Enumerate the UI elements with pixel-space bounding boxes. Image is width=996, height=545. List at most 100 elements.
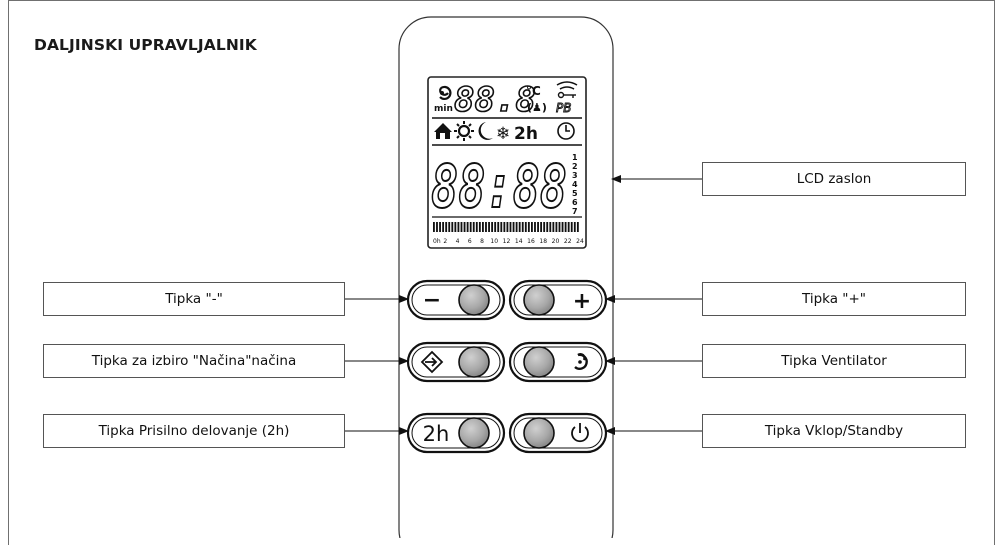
mode-button[interactable] xyxy=(458,346,490,378)
fan-button-inner-ring xyxy=(513,346,603,378)
lcd-hour-segment xyxy=(506,222,509,232)
forced-button-inner-ring xyxy=(411,417,501,449)
lcd-day-number: 6 xyxy=(572,198,578,207)
home-icon xyxy=(434,123,452,139)
lcd-hour-segment xyxy=(521,222,524,232)
lcd-hour-segment xyxy=(555,222,558,232)
plus-button-group[interactable]: + xyxy=(508,279,608,321)
lcd-hour-segment xyxy=(534,222,536,232)
lcd-hour-segment xyxy=(573,222,576,232)
diagram-frame xyxy=(8,0,995,545)
lcd-min-label: min xyxy=(434,104,453,114)
power-button[interactable] xyxy=(523,417,555,449)
forced-label: Tipka Prisilno delovanje (2h) xyxy=(43,414,345,448)
lcd-hour-tick-label: 22 xyxy=(564,238,572,245)
lcd-day-number: 5 xyxy=(572,189,578,198)
lcd-hour-segment xyxy=(558,222,561,232)
minus-button[interactable] xyxy=(458,284,490,316)
lcd-screen xyxy=(427,76,587,249)
minus-label: Tipka "-" xyxy=(43,282,345,316)
lcd-hour-segment xyxy=(433,222,435,232)
power-button-inner-ring xyxy=(513,417,603,449)
mode-arrow-icon xyxy=(420,350,444,374)
mode-button-group[interactable] xyxy=(406,341,506,383)
lcd-hour-tick-label: 0h xyxy=(433,238,441,245)
sun-icon xyxy=(454,121,474,141)
power-button-group[interactable] xyxy=(508,412,608,454)
lcd-hour-segment xyxy=(512,222,515,232)
lcd-hour-tick-label: 16 xyxy=(527,238,535,245)
lcd-hour-segment xyxy=(567,222,570,232)
lcd-hour-segment xyxy=(475,222,478,232)
lcd-hour-tick-label: 20 xyxy=(552,238,560,245)
snowflake-icon: ❄ xyxy=(496,124,510,144)
lcd-temp-unit: °C xyxy=(526,84,541,98)
occupancy-icon: (♟) xyxy=(527,101,547,114)
lcd-label: LCD zaslon xyxy=(702,162,966,196)
plus-button[interactable] xyxy=(523,284,555,316)
lcd-hour-segment xyxy=(445,222,448,232)
lcd-hour-segment xyxy=(469,222,472,232)
power-label: Tipka Vklop/Standby xyxy=(702,414,966,448)
fan-label: Tipka Ventilator xyxy=(702,344,966,378)
lcd-hour-segment xyxy=(485,222,487,232)
lcd-hour-tick-label: 12 xyxy=(503,238,511,245)
lcd-hour-segment xyxy=(543,222,546,232)
lcd-hour-tick-label: 8 xyxy=(480,238,484,245)
lcd-hour-segment xyxy=(488,222,490,232)
lcd-hour-tick-label: 14 xyxy=(515,238,523,245)
lcd-hour-segment xyxy=(540,222,543,232)
forced-button-group[interactable]: 2h xyxy=(406,412,506,454)
forced-button[interactable] xyxy=(458,417,490,449)
lcd-hour-segment xyxy=(570,222,573,232)
lcd-hour-segment xyxy=(564,222,567,232)
lcd-hour-segment xyxy=(451,222,454,232)
lcd-hour-segment xyxy=(527,222,530,232)
fan-button[interactable] xyxy=(523,346,555,378)
mode-button-inner-ring xyxy=(411,346,501,378)
lcd-hour-segment xyxy=(531,222,533,232)
lcd-hour-segment xyxy=(546,222,549,232)
clock-icon xyxy=(557,122,575,140)
plus-button-inner-ring xyxy=(513,284,603,316)
diagram-title: DALJINSKI UPRAVLJALNIK xyxy=(34,36,257,54)
lcd-clock-digits: 88:88 xyxy=(431,152,567,222)
lcd-hour-segment xyxy=(509,222,512,232)
lcd-hour-segment xyxy=(457,222,460,232)
lcd-hour-tick-label: 6 xyxy=(468,238,472,245)
lcd-hour-segment xyxy=(491,222,494,232)
minus-symbol: − xyxy=(423,288,441,313)
svg-text:(♟): (♟) xyxy=(527,101,547,114)
lcd-temp-digits: 88.8 xyxy=(454,80,536,120)
lcd-hour-tick-label: 24 xyxy=(576,238,584,245)
lcd-hour-tick-label: 10 xyxy=(490,238,498,245)
lcd-hour-segment xyxy=(561,222,564,232)
lcd-hour-segment xyxy=(460,222,463,232)
lcd-hour-tick-label: 2 xyxy=(443,238,447,245)
lcd-hour-segment xyxy=(442,222,445,232)
minus-button-group[interactable]: − xyxy=(406,279,506,321)
wireless-icon xyxy=(556,81,578,90)
power-icon xyxy=(571,423,589,443)
lcd-2h-label: 2h xyxy=(514,124,538,144)
minus-button-inner-ring xyxy=(411,284,501,316)
lcd-hour-segment xyxy=(515,222,518,232)
mode-label: Tipka za izbiro "Načina"načina xyxy=(43,344,345,378)
fan-button-group[interactable] xyxy=(508,341,608,383)
plus-label: Tipka "+" xyxy=(702,282,966,316)
lcd-hour-segment xyxy=(494,222,497,232)
lcd-day-number: 1 xyxy=(572,153,578,162)
lcd-day-numbers: 1 2 3 4 5 6 7 xyxy=(572,153,578,216)
lcd-hour-segment xyxy=(436,222,438,232)
lcd-hour-segment xyxy=(549,222,552,232)
lcd-day-number: 4 xyxy=(572,180,578,189)
lcd-hour-segment xyxy=(478,222,481,232)
lcd-hour-segment xyxy=(454,222,457,232)
lcd-hour-bar xyxy=(433,222,579,232)
fan-icon xyxy=(439,85,452,100)
lcd-hour-segment xyxy=(463,222,466,232)
lcd-day-number: 2 xyxy=(572,162,578,171)
lcd-hour-segment xyxy=(576,222,579,232)
lcd-hour-segment xyxy=(448,222,451,232)
